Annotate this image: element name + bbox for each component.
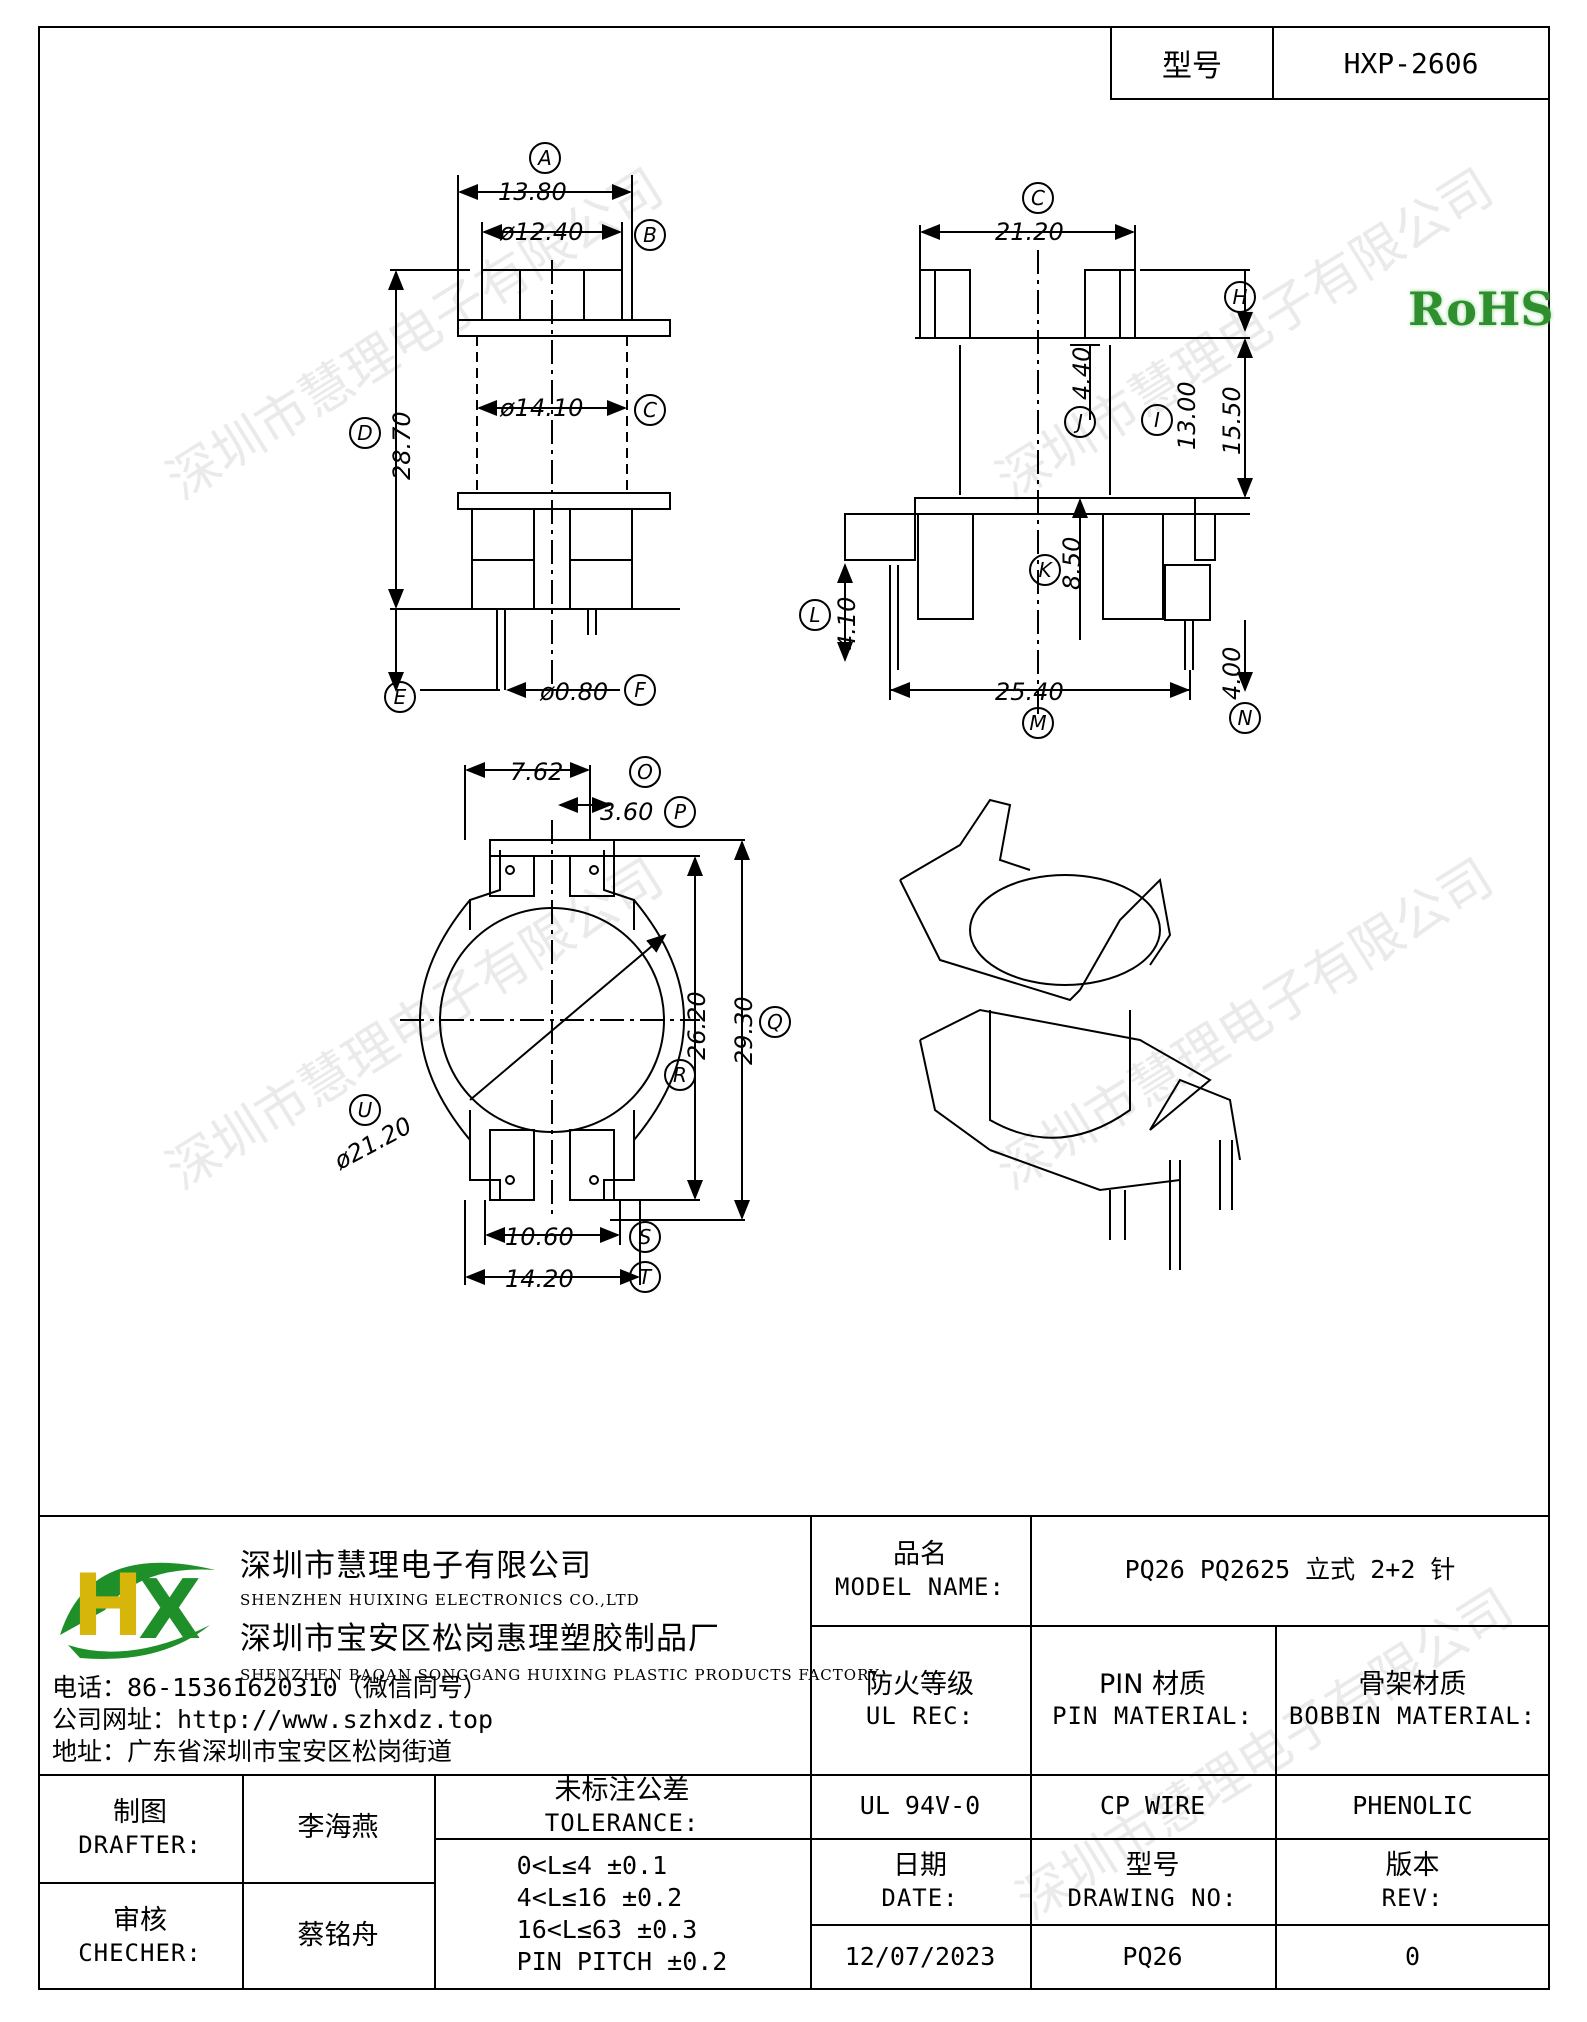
drawing-no-label: 型号 DRAWING NO:: [1067, 1850, 1238, 1912]
bobbin-material-value: PHENOLIC: [1352, 1791, 1473, 1821]
rohs-mark: RoHS: [1408, 282, 1554, 336]
date-value: 12/07/2023: [844, 1942, 996, 1972]
dim-13-80: 13.80: [498, 178, 567, 206]
technical-drawing: 13.80 ø12.40 ø14.10 28.70 ø0.80 21.20 4.…: [329, 142, 1261, 1293]
model-label: 型号: [1112, 28, 1274, 98]
grid-line: [1275, 1625, 1277, 1990]
dim-21-20: 21.20: [995, 218, 1064, 246]
front-view: [349, 142, 680, 713]
grid-line: [810, 1515, 812, 1990]
dim-7-62: 7.62: [510, 758, 563, 786]
dim-15-50: 15.50: [1218, 386, 1246, 455]
tolerance-values: 0<L≤4 ±0.1 4<L≤16 ±0.2 16<L≤63 ±0.3 PIN …: [434, 1838, 810, 1990]
grid-line: [810, 1838, 1550, 1840]
logo-x: X: [138, 1563, 201, 1658]
callout-f: F: [634, 678, 646, 702]
company-name-en: SHENZHEN HUIXING ELECTRONICS CO.,LTD: [240, 1591, 640, 1609]
callout-b: B: [643, 223, 657, 247]
drawing-frame: [38, 26, 1550, 1990]
checker-label: 审核 CHECHER:: [78, 1905, 202, 1967]
tolerance-line: 16<L≤63 ±0.3: [516, 1915, 698, 1944]
callout-d: D: [357, 421, 372, 445]
title-block-top-border: [38, 1515, 1550, 1517]
dim-10-60: 10.60: [505, 1223, 574, 1251]
grid-line: [434, 1774, 436, 1990]
checker-value: 蔡铭舟: [297, 1920, 379, 1952]
dim-12-40: ø12.40: [499, 218, 583, 246]
callout-u: U: [358, 1098, 373, 1122]
grid-line: [38, 1774, 1550, 1776]
dim-14-20: 14.20: [505, 1265, 574, 1293]
ul-rec-value: UL 94V-0: [859, 1791, 981, 1821]
dim-0-80: ø0.80: [539, 678, 608, 706]
bottom-view: [349, 756, 791, 1293]
tolerance-line: 0<L≤4 ±0.1: [516, 1851, 668, 1880]
callout-n: N: [1238, 706, 1253, 730]
isometric-view: [899, 798, 1241, 1270]
dim-4-00: 4.00: [1218, 647, 1246, 700]
dim-3-60: 3.60: [600, 798, 653, 826]
dim-21-20-dia: ø21.20: [329, 1111, 417, 1175]
tolerance-line: PIN PITCH ±0.2: [516, 1947, 728, 1976]
factory-name-cn: 深圳市宝安区松岗惠理塑胶制品厂: [240, 1621, 720, 1657]
callout-j: J: [1073, 410, 1083, 434]
dim-28-70: 28.70: [388, 411, 416, 480]
tolerance-line: 4<L≤16 ±0.2: [516, 1883, 683, 1912]
callout-a: A: [536, 146, 552, 170]
callout-c: C: [643, 398, 657, 422]
grid-line: [1030, 1515, 1032, 1990]
callout-o: O: [637, 760, 653, 784]
company-info: 深圳市慧理电子有限公司 SHENZHEN HUIXING ELECTRONICS…: [240, 1540, 880, 1684]
rev-value: 0: [1404, 1942, 1421, 1972]
rev-label: 版本 REV:: [1381, 1850, 1444, 1912]
grid-line: [434, 1838, 810, 1840]
dim-8-50: 8.50: [1058, 537, 1086, 590]
model-header: 型号 HXP-2606: [1110, 26, 1550, 100]
model-name-value: PQ26 PQ2625 立式 2+2 针: [1124, 1555, 1456, 1585]
contact-info: 电话：86-15361620310（微信同号） 公司网址：http://www.…: [52, 1672, 493, 1768]
model-value: HXP-2606: [1343, 46, 1479, 80]
callout-p: P: [674, 800, 687, 824]
dim-13-00: 13.00: [1173, 381, 1201, 450]
dim-29-30: 29.30: [730, 996, 758, 1065]
factory-name-en: SHENZHEN BAOAN SONGGANG HUIXING PLASTIC …: [240, 1666, 880, 1684]
callout-c2: C: [1031, 186, 1045, 210]
dim-26-20: 26.20: [683, 991, 711, 1060]
model-name-label: 品名 MODEL NAME:: [835, 1539, 1005, 1601]
callout-l: L: [809, 603, 820, 627]
logo-h: H: [72, 1556, 144, 1656]
pin-material-label: PIN 材质 PIN MATERIAL:: [1052, 1668, 1253, 1731]
date-label: 日期 DATE:: [881, 1850, 959, 1912]
drawing-no-value: PQ26: [1122, 1942, 1183, 1972]
company-name-cn: 深圳市慧理电子有限公司: [240, 1548, 592, 1584]
dim-14-10: ø14.10: [499, 394, 583, 422]
grid-line: [242, 1774, 244, 1990]
callout-k: K: [1038, 558, 1053, 582]
bobbin-material-label: 骨架材质 BOBBIN MATERIAL:: [1288, 1668, 1537, 1731]
callout-i: I: [1154, 408, 1160, 432]
ul-rec-label: 防火等级 UL REC:: [865, 1668, 975, 1731]
callout-q: Q: [767, 1010, 783, 1034]
side-view: [799, 182, 1261, 739]
company-logo: H X: [60, 1556, 215, 1660]
grid-line: [810, 1924, 1550, 1926]
callout-e: E: [394, 685, 407, 709]
callout-s: S: [639, 1225, 652, 1249]
drafter-value: 李海燕: [297, 1812, 379, 1844]
tolerance-label: 未标注公差 TOLERANCE:: [544, 1775, 700, 1837]
dim-25-40: 25.40: [995, 678, 1064, 706]
callout-h: H: [1232, 285, 1247, 309]
callout-r: R: [673, 1063, 687, 1087]
dim-4-10: 4.10: [833, 597, 861, 650]
drafter-label: 制图 DRAFTER:: [78, 1797, 202, 1859]
phone: 电话：86-15361620310（微信同号）: [52, 1673, 488, 1702]
callout-m: M: [1029, 711, 1046, 735]
pin-material-value: CP WIRE: [1099, 1791, 1206, 1821]
dim-4-40: 4.40: [1068, 347, 1096, 400]
callout-t: T: [639, 1265, 653, 1289]
website: 公司网址：http://www.szhxdz.top: [52, 1705, 494, 1734]
grid-line: [810, 1625, 1550, 1627]
grid-line: [38, 1882, 434, 1884]
address: 地址：广东省深圳市宝安区松岗街道: [52, 1737, 453, 1766]
